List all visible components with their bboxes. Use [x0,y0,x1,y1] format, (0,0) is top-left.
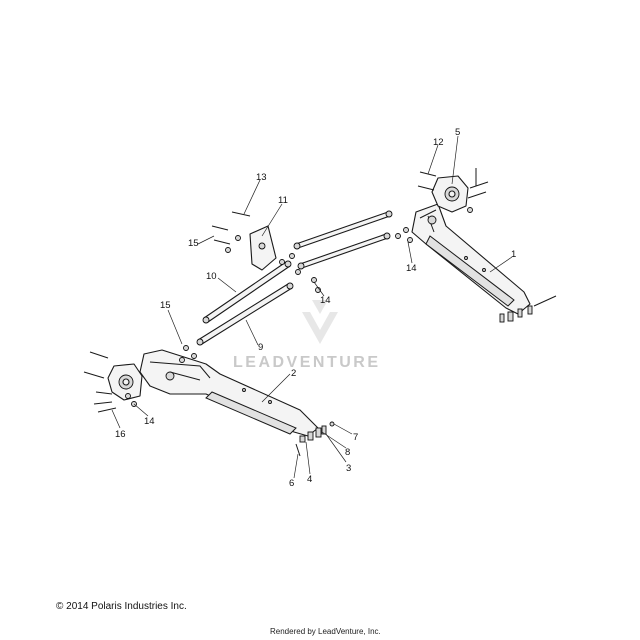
bracket-bolt[interactable] [231,211,251,217]
callout-15-upper: 15 [188,238,199,249]
callout-13: 13 [256,172,267,183]
callout-1: 1 [511,249,516,260]
callout-14-center: 14 [320,295,331,306]
right-trailing-arm[interactable] [411,203,531,315]
callout-5: 5 [455,127,460,138]
callout-2: 2 [291,368,296,379]
callout-3: 3 [346,463,351,474]
callout-15-lower: 15 [160,300,171,311]
watermark-text: LEADVENTURE [233,354,381,371]
right-knuckle[interactable] [431,175,469,213]
right-upper-link[interactable] [293,210,393,250]
left-knuckle-bolts[interactable] [83,351,117,413]
lower-control-link[interactable] [196,282,294,346]
callout-7: 7 [353,432,358,443]
callout-14-left: 14 [144,416,155,427]
left-arm-pivot-hardware[interactable] [295,421,335,457]
copyright-notice: © 2014 Polaris Industries Inc. [56,601,187,612]
callout-16: 16 [115,429,126,440]
bracket-bolts[interactable] [211,225,241,253]
callout-9: 9 [258,342,263,353]
callout-11: 11 [278,195,288,206]
callout-14-right: 14 [406,263,417,274]
callout-labels: 1 2 3 4 5 6 7 8 9 10 11 12 13 14 14 14 1… [115,127,516,489]
rendered-by-credit: Rendered by LeadVenture, Inc. [270,627,381,636]
right-arm-pivot-hardware[interactable] [499,295,557,323]
right-lower-link[interactable] [297,232,391,270]
link-bracket[interactable] [249,225,277,271]
callout-6: 6 [289,478,294,489]
callout-10: 10 [206,271,217,282]
right-knuckle-bolts[interactable] [417,168,489,213]
callout-8: 8 [345,447,350,458]
leader-lines [111,135,513,479]
upper-control-link[interactable] [202,260,292,324]
watermark-logo [302,300,338,344]
left-knuckle[interactable] [107,363,143,401]
callout-4: 4 [307,474,312,485]
callout-12: 12 [433,137,444,148]
